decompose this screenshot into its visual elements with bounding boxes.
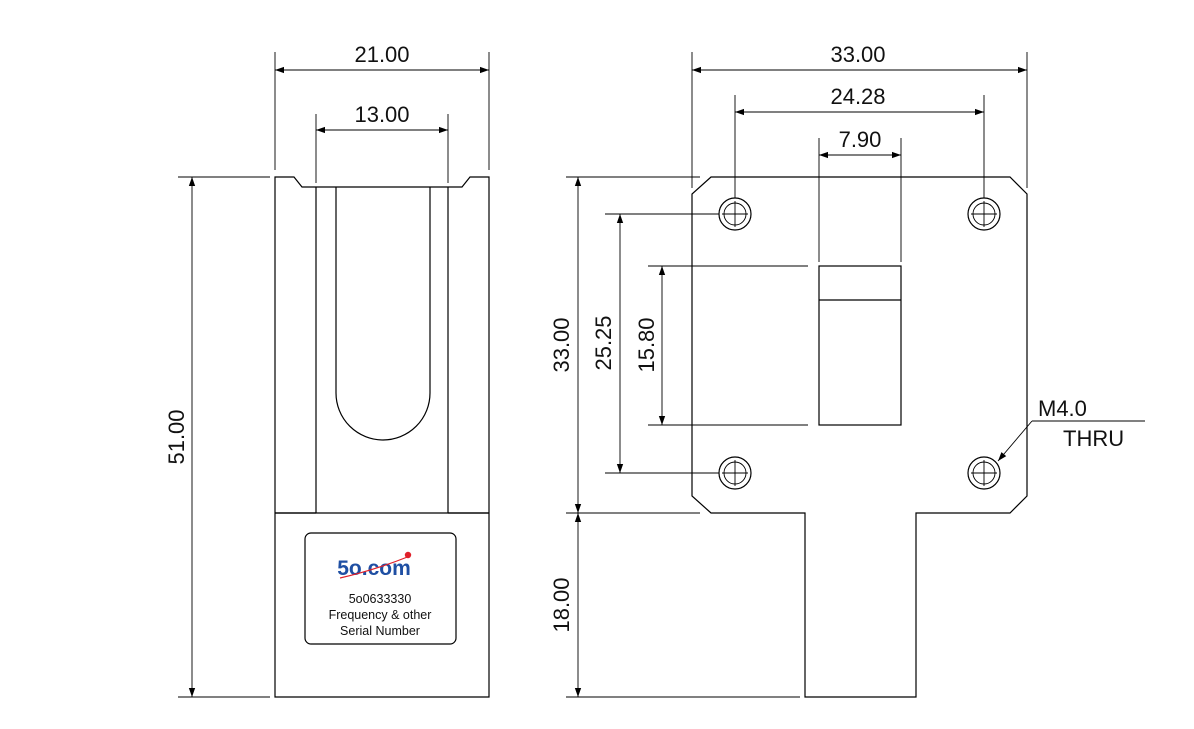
dim-slot-height: 15.80 [634, 317, 659, 372]
dim-neck-height: 18.00 [549, 577, 574, 632]
right-view: 33.00 24.28 7.90 33.00 25.25 15.80 18.00 [549, 42, 1145, 698]
mounting-hole-bottom-left [718, 456, 752, 490]
dim-hole-spacing-y: 25.25 [591, 315, 616, 370]
dim-overall-width: 21.00 [354, 42, 409, 67]
hole-callout-thru: THRU [1063, 426, 1124, 451]
label-line2: Frequency & other [329, 608, 432, 622]
left-view-outline [274, 176, 490, 698]
left-view: 5o.com 5o0633330 Frequency & other Seria… [164, 42, 490, 698]
right-view-outline [691, 176, 1028, 698]
dim-overall-height: 51.00 [164, 409, 189, 464]
dim-flange-width: 33.00 [830, 42, 885, 67]
center-slot [818, 265, 902, 426]
label-plate [304, 532, 457, 645]
mounting-hole-top-right [967, 197, 1001, 231]
callout-leader [997, 420, 1033, 462]
label-line3: Serial Number [340, 624, 420, 638]
dim-flange-height: 33.00 [549, 317, 574, 372]
mounting-hole-bottom-right [967, 456, 1001, 490]
logo-swoosh-icon [339, 555, 411, 579]
label-part-number: 5o0633330 [349, 592, 412, 606]
hole-callout-size: M4.0 [1038, 396, 1087, 421]
dim-hole-spacing-x: 24.28 [830, 84, 885, 109]
mounting-hole-top-left [718, 197, 752, 231]
dim-slot-width: 13.00 [354, 102, 409, 127]
u-slot [335, 187, 431, 441]
dim-slot-width-right: 7.90 [839, 127, 882, 152]
